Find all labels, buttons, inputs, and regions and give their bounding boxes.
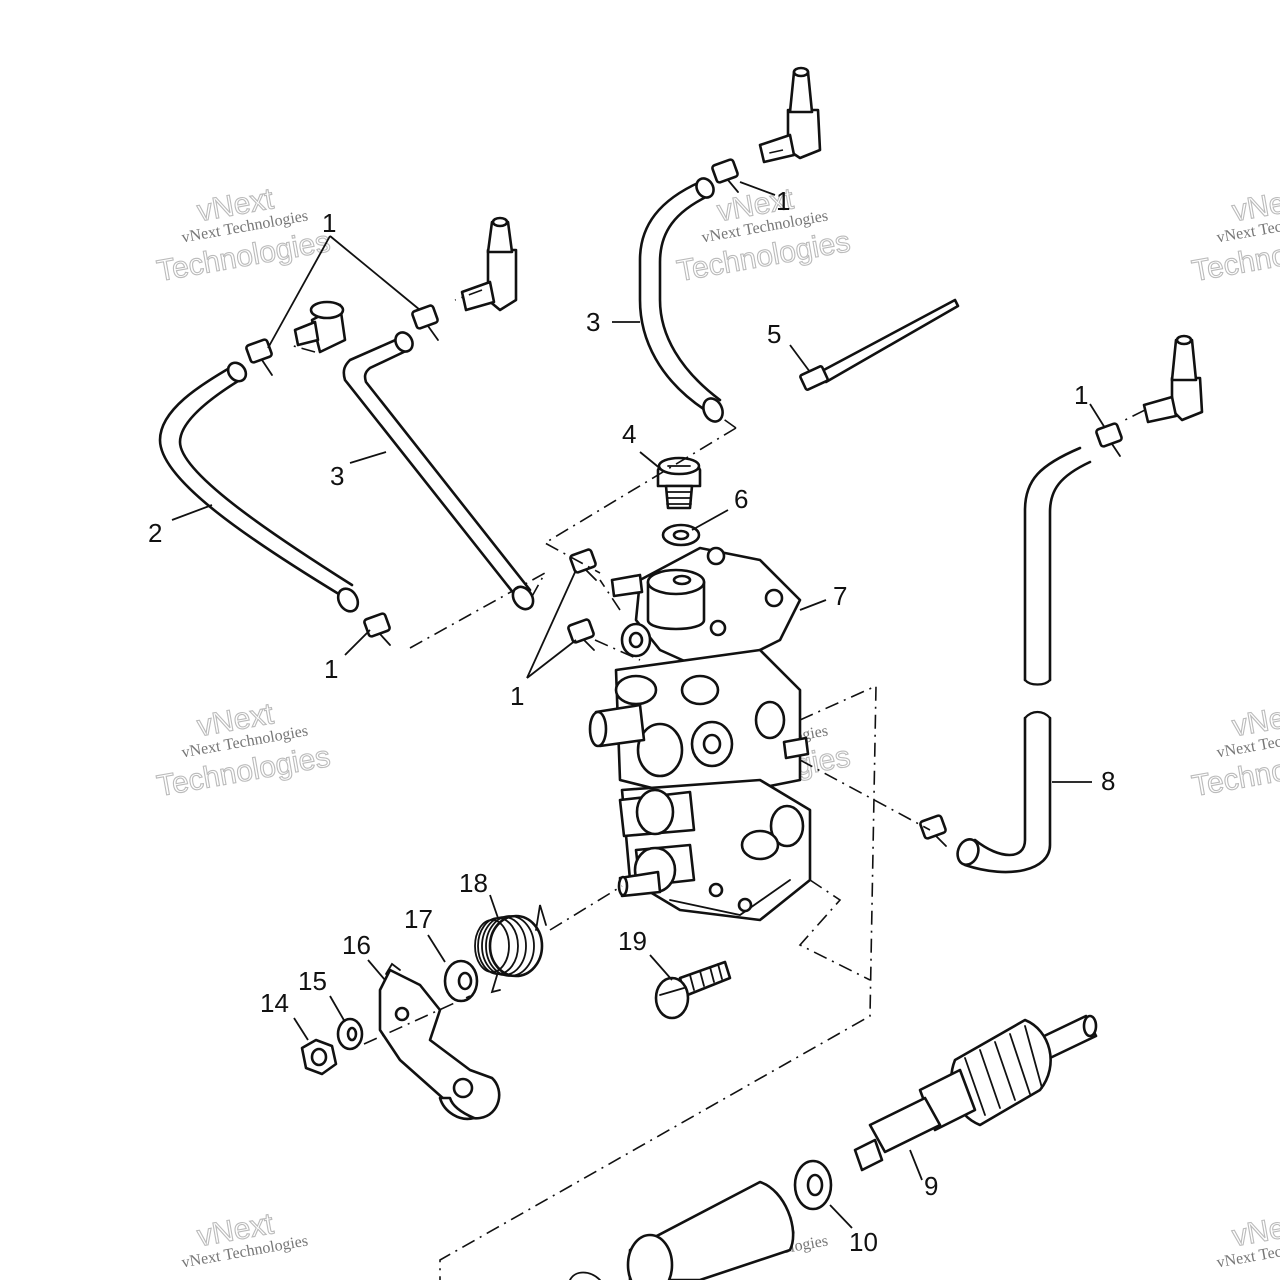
callout-15: 15 bbox=[298, 966, 327, 996]
callout-6: 6 bbox=[734, 484, 748, 514]
callout-8: 8 bbox=[1101, 766, 1115, 796]
banjo-bolt bbox=[656, 456, 702, 510]
watermark: vNext vNext Technologies bbox=[1215, 1207, 1280, 1272]
hose-2 bbox=[158, 361, 360, 613]
drive-gear-shaft bbox=[853, 1014, 1098, 1172]
lock-washer bbox=[336, 1017, 364, 1051]
pan-head-screw bbox=[654, 960, 732, 1020]
callout-10: 10 bbox=[849, 1227, 878, 1257]
callout-17: 17 bbox=[404, 904, 433, 934]
oil-pump-assembly bbox=[588, 546, 812, 922]
elbow-fitting-top-left bbox=[293, 300, 347, 354]
watermark: vNext vNext Technologies Technologies bbox=[154, 697, 333, 804]
elbow-fitting-right bbox=[1142, 334, 1204, 424]
hose-3-left bbox=[342, 331, 535, 611]
watermark: vNext vNext Technologies bbox=[180, 1207, 309, 1272]
elbow-fitting-top-right bbox=[758, 66, 822, 164]
assembly-guide-lines bbox=[289, 149, 1146, 1280]
thrust-washer bbox=[793, 1159, 833, 1211]
callout-7: 7 bbox=[833, 581, 847, 611]
callout-1: 1 bbox=[322, 208, 336, 238]
hex-nut bbox=[300, 1038, 338, 1076]
hose-8 bbox=[956, 446, 1092, 874]
callout-18: 18 bbox=[459, 868, 488, 898]
elbow-fitting-top-center bbox=[460, 216, 518, 312]
callout-19: 19 bbox=[618, 926, 647, 956]
callout-3: 3 bbox=[330, 461, 344, 491]
callout-1: 1 bbox=[324, 654, 338, 684]
hose-clamp bbox=[363, 612, 391, 646]
watermark: vNext vNext Technologies Technologies bbox=[154, 182, 333, 289]
hose-clamp bbox=[411, 304, 439, 341]
callout-16: 16 bbox=[342, 930, 371, 960]
leader-lines bbox=[171, 181, 1106, 1229]
callout-4: 4 bbox=[622, 419, 636, 449]
callouts: 1 1 1 1 1 2 3 3 4 5 6 7 8 9 10 14 15 16 … bbox=[148, 186, 1115, 1257]
callout-1: 1 bbox=[776, 186, 790, 216]
cable-tie bbox=[799, 298, 960, 391]
spring-washer bbox=[443, 959, 479, 1003]
bushing bbox=[569, 1180, 795, 1280]
callout-5: 5 bbox=[767, 319, 781, 349]
hose-clamp bbox=[245, 338, 273, 376]
watermark: vNext vNext Technologies Technologies bbox=[1189, 182, 1280, 289]
watermark: vNext vNext Technologies Technologies bbox=[674, 182, 853, 289]
hose-clamp bbox=[1095, 422, 1123, 457]
callout-9: 9 bbox=[924, 1171, 938, 1201]
hose-clamp bbox=[711, 158, 739, 193]
hose-clamp bbox=[919, 814, 947, 847]
watermark: vNext vNext Technologies Technologies bbox=[1189, 697, 1280, 804]
return-spring bbox=[474, 904, 547, 994]
callout-2: 2 bbox=[148, 518, 162, 548]
callout-14: 14 bbox=[260, 988, 289, 1018]
sealing-washer bbox=[661, 523, 701, 547]
callout-3: 3 bbox=[586, 307, 600, 337]
control-lever bbox=[378, 962, 501, 1121]
callout-1: 1 bbox=[510, 681, 524, 711]
callout-1: 1 bbox=[1074, 380, 1088, 410]
hose-3-top bbox=[638, 177, 724, 423]
hose-clamp bbox=[567, 618, 595, 651]
